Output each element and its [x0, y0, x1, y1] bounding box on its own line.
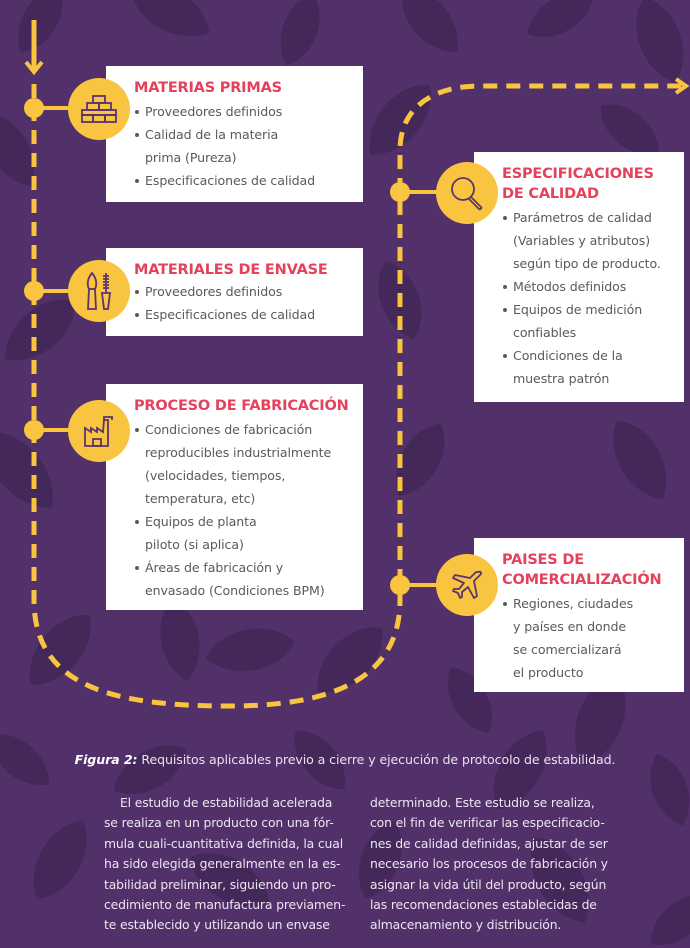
bullet-item: Equipos de medición confiables: [502, 298, 674, 344]
body-line: mula cuali-cuantitativa definida, la cua…: [104, 835, 343, 851]
card-materiales-de-envase: MATERIALES DE ENVASE Proveedores definid…: [106, 248, 363, 336]
cosmetic-icon-badge: [68, 260, 130, 322]
bullet-text: Condiciones de fabricación: [145, 422, 313, 437]
bullet-text: Condiciones de la: [513, 348, 623, 363]
card-title-line: PROCESO DE FABRICACIÓN: [134, 398, 349, 414]
node-proceso-de-fabricacion: [24, 420, 44, 440]
card-title: PAISES DE COMERCIALIZACIÓN: [502, 550, 674, 590]
bullet-text: Especificaciones de calidad: [145, 307, 316, 322]
bullet-text: Proveedores definidos: [145, 104, 283, 119]
node-paises: [390, 575, 410, 595]
card-title-line: MATERIALES DE ENVASE: [134, 262, 328, 278]
airplane-icon: [452, 570, 482, 599]
card-bullet-list: Parámetros de calidad (Variables y atribu…: [502, 206, 674, 390]
bullet-text: reproducibles industrialmente: [145, 445, 332, 460]
bullet-item: Proveedores definidos: [134, 100, 353, 123]
body-column-right: determinado. Este estudio se realiza, co…: [370, 793, 640, 936]
bullet-text: Especificaciones de calidad: [145, 173, 316, 188]
card-materias-primas: MATERIAS PRIMAS Proveedores definidos Ca…: [106, 66, 363, 202]
bullet-item: Condiciones de fabricación reproducibles …: [134, 418, 353, 510]
card-title-line: DE CALIDAD: [502, 186, 599, 202]
figure-caption: Figura 2: Requisitos aplicables previo a…: [0, 752, 690, 767]
body-line: cedimiento de manufactura previamen-: [104, 897, 346, 913]
body-line: necesario los procesos de fabricación y: [370, 856, 608, 872]
body-line: tabilidad preliminar, siguiendo un pro-: [104, 876, 336, 892]
body-line: se realiza en un producto con una fór-: [104, 815, 334, 831]
bullet-text: envasado (Condiciones BPM): [145, 583, 325, 598]
factory-icon-badge: [68, 400, 130, 462]
bullet-item: Especificaciones de calidad: [134, 169, 353, 192]
bullet-item: Calidad de la materia prima (Pureza): [134, 123, 353, 169]
card-especificaciones-de-calidad: ESPECIFICACIONES DE CALIDAD Parámetros d…: [474, 152, 684, 402]
cosmetic-containers-icon: [86, 271, 112, 310]
card-title-line: COMERCIALIZACIÓN: [502, 572, 662, 588]
magnifier-icon-badge: [436, 162, 498, 224]
bullet-text: temperatura, etc): [145, 491, 256, 506]
bullet-text: Áreas de fabricación y: [145, 560, 284, 575]
card-bullet-list: Regiones, ciudades y países en donde se co…: [502, 592, 674, 684]
bullet-text: el producto: [513, 665, 584, 680]
bullet-text: confiables: [513, 325, 577, 340]
bullet-item: Métodos definidos: [502, 275, 674, 298]
body-line: con el fin de verificar las especificaci…: [370, 815, 605, 831]
figure-caption-text: Requisitos aplicables previo a cierre y …: [137, 752, 616, 767]
card-title: MATERIAS PRIMAS: [134, 78, 353, 98]
magnifier-icon: [451, 177, 483, 211]
body-line: asignar la vida útil del producto, según: [370, 876, 607, 892]
node-materias-primas: [24, 98, 44, 118]
body-line: te establecido y utilizando un envase: [104, 917, 330, 933]
body-line: ha sido elegida generalmente en la es-: [104, 856, 341, 872]
bullet-item: Regiones, ciudades y países en donde se co…: [502, 592, 674, 684]
figure-label: Figura 2:: [74, 752, 138, 767]
bricks-icon: [81, 95, 117, 123]
bullet-text: Parámetros de calidad: [513, 210, 652, 225]
card-title: PROCESO DE FABRICACIÓN: [134, 396, 353, 416]
bullet-text: (Variables y atributos): [513, 233, 651, 248]
bullet-item: Parámetros de calidad (Variables y atribu…: [502, 206, 674, 275]
body-line: las recomendaciones establecidas de: [370, 897, 597, 913]
bullet-item: Condiciones de la muestra patrón: [502, 344, 674, 390]
node-materiales-de-envase: [24, 281, 44, 301]
card-title: MATERIALES DE ENVASE: [134, 260, 353, 280]
card-title-line: MATERIAS PRIMAS: [134, 80, 282, 96]
bullet-item: Proveedores definidos: [134, 280, 353, 303]
bullet-text: prima (Pureza): [145, 150, 237, 165]
body-line: almacenamiento y distribución.: [370, 917, 562, 933]
body-line: El estudio de estabilidad acelerada: [120, 795, 333, 810]
airplane-icon-badge: [436, 554, 498, 616]
card-bullet-list: Proveedores definidos Calidad de la mate…: [134, 100, 353, 192]
bullet-text: Equipos de planta: [145, 514, 257, 529]
bullet-text: (velocidades, tiempos,: [145, 468, 286, 483]
card-title: ESPECIFICACIONES DE CALIDAD: [502, 164, 674, 204]
bullet-text: se comercializará: [513, 642, 622, 657]
card-proceso-de-fabricacion: PROCESO DE FABRICACIÓN Condiciones de fa…: [106, 384, 363, 610]
bullet-text: Proveedores definidos: [145, 284, 283, 299]
body-line: nes de calidad definidas, ajustar de ser: [370, 835, 608, 851]
card-title-line: PAISES DE: [502, 552, 584, 568]
factory-icon: [84, 416, 113, 447]
bullet-item: Equipos de planta piloto (si aplica): [134, 510, 353, 556]
bullet-text: Métodos definidos: [513, 279, 627, 294]
bullet-item: Especificaciones de calidad: [134, 303, 353, 326]
card-title-line: ESPECIFICACIONES: [502, 166, 654, 182]
body-column-left: El estudio de estabilidad acelerada se r…: [104, 793, 354, 936]
body-line: determinado. Este estudio se realiza,: [370, 795, 595, 810]
card-bullet-list: Proveedores definidos Especificaciones d…: [134, 280, 353, 326]
card-bullet-list: Condiciones de fabricación reproducibles …: [134, 418, 353, 602]
bullet-text: piloto (si aplica): [145, 537, 244, 552]
bullet-text: Calidad de la materia: [145, 127, 279, 142]
bullet-text: según tipo de producto.: [513, 256, 661, 271]
bullet-text: y países en donde: [513, 619, 626, 634]
bullet-text: Equipos de medición: [513, 302, 643, 317]
bullet-text: Regiones, ciudades: [513, 596, 634, 611]
node-especificaciones: [390, 182, 410, 202]
bricks-icon-badge: [68, 78, 130, 140]
bullet-item: Áreas de fabricación y envasado (Condicio…: [134, 556, 353, 602]
card-paises-de-comercializacion: PAISES DE COMERCIALIZACIÓN Regiones, ciu…: [474, 538, 684, 692]
bullet-text: muestra patrón: [513, 371, 610, 386]
